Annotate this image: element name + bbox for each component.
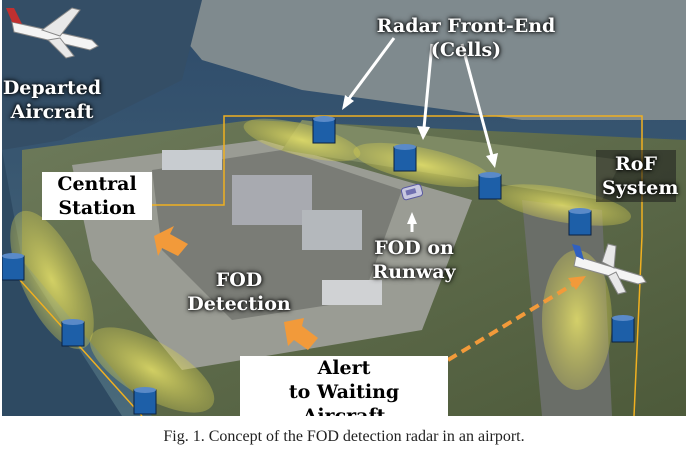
rof-system-line-1: RoF bbox=[615, 153, 657, 175]
coverage-area bbox=[493, 184, 631, 226]
coverage-area bbox=[353, 142, 491, 188]
rof-system-line-2: System bbox=[602, 177, 679, 199]
alert-arrow-head bbox=[568, 276, 586, 290]
fod-on-runway-line-1: FOD on bbox=[374, 237, 454, 259]
departed-aircraft-label: Departed Aircraft bbox=[2, 76, 102, 124]
orange-arrow-icon bbox=[284, 318, 318, 350]
rof-system-label: RoF System bbox=[596, 150, 679, 202]
building bbox=[322, 280, 382, 305]
radar-cell bbox=[133, 387, 157, 415]
building bbox=[302, 210, 362, 250]
departed-aircraft-line-2: Aircraft bbox=[10, 101, 94, 123]
coverage-area bbox=[10, 210, 94, 350]
radar-cell bbox=[478, 172, 502, 200]
airport-scene: Radar Front-End (Cells) Departed Aircraf… bbox=[2, 0, 686, 416]
fod-detection-line-1: FOD bbox=[215, 269, 263, 291]
building bbox=[232, 175, 312, 225]
figure-caption: Fig. 1. Concept of the FOD detection rad… bbox=[163, 428, 525, 445]
alert-label: Alert to Waiting Aircraft bbox=[240, 356, 448, 416]
fod-on-runway-label: FOD on Runway bbox=[364, 236, 464, 284]
orange-arrow-icon bbox=[154, 226, 188, 256]
terminal-area bbox=[152, 150, 402, 320]
building bbox=[162, 150, 222, 170]
alert-line-1: Alert bbox=[317, 357, 371, 379]
scene-svg bbox=[2, 0, 686, 416]
fod-on-runway-line-2: Runway bbox=[372, 261, 456, 283]
waiting-aircraft-icon bbox=[572, 243, 647, 295]
central-station-line-1: Central bbox=[57, 173, 137, 195]
alert-dashed-arrow bbox=[446, 280, 579, 362]
fod-detection-line-2: Detection bbox=[187, 293, 291, 315]
coverage-area bbox=[89, 327, 215, 413]
radar-label-arrows bbox=[342, 37, 498, 168]
radar-cell bbox=[61, 319, 85, 347]
fod-object bbox=[400, 183, 424, 201]
fod-pointer-arrow bbox=[407, 212, 417, 224]
radar-cell bbox=[2, 253, 25, 281]
sea-left bbox=[2, 150, 122, 416]
radar-cell bbox=[312, 116, 336, 144]
radar-cell bbox=[611, 315, 635, 343]
rof-fiber-line bbox=[152, 115, 643, 416]
coverage-area bbox=[542, 250, 612, 390]
alert-line-2: to Waiting Aircraft bbox=[288, 381, 400, 416]
coverage-area bbox=[243, 118, 361, 162]
city-area bbox=[152, 0, 686, 120]
radar-front-end-label: Radar Front-End (Cells) bbox=[376, 15, 556, 61]
departed-aircraft-line-1: Departed bbox=[2, 77, 102, 99]
radar-cell bbox=[568, 208, 592, 236]
departed-aircraft-icon bbox=[6, 7, 99, 59]
central-station-label: Central Station bbox=[42, 172, 152, 220]
radar-cell bbox=[393, 144, 417, 172]
central-station-line-2: Station bbox=[58, 197, 136, 219]
fod-detection-label: FOD Detection bbox=[184, 268, 294, 316]
